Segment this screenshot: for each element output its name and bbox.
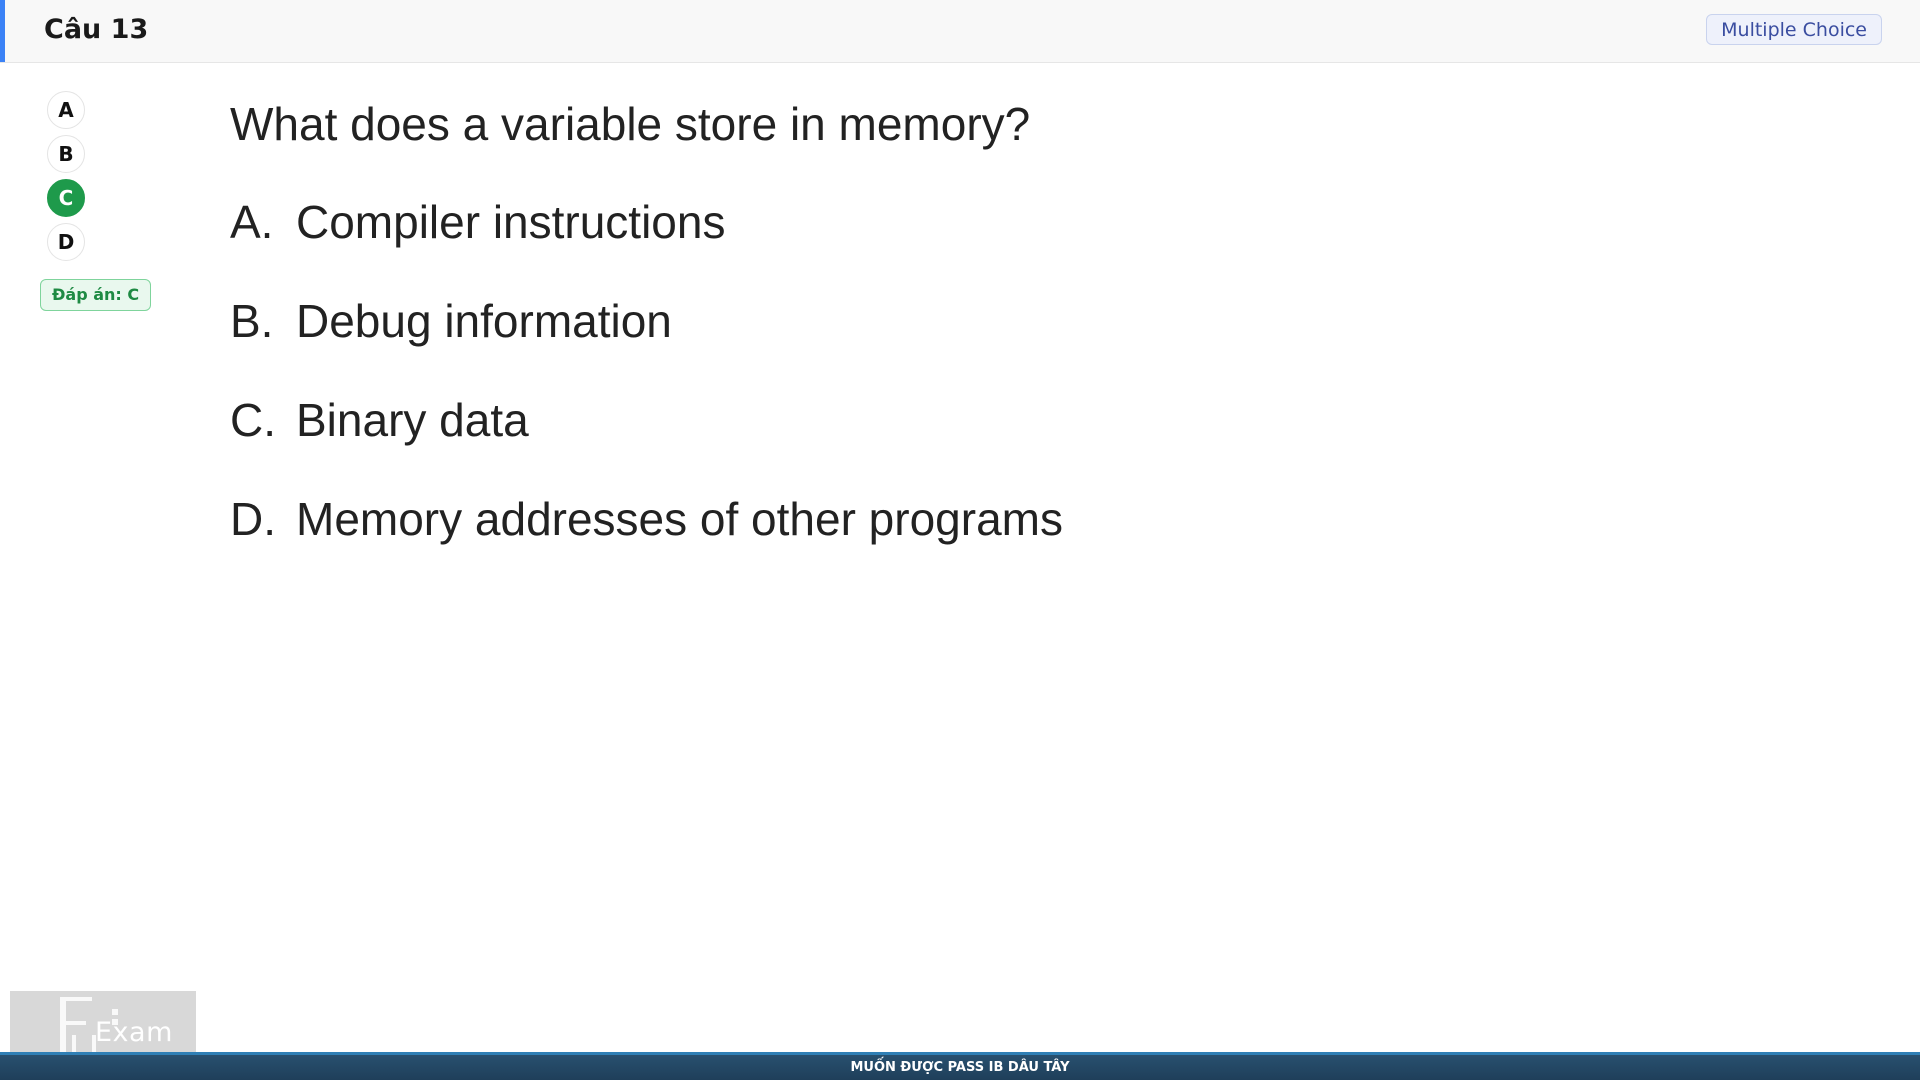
logo-text: Exam — [95, 1017, 173, 1048]
option-a-button[interactable]: A — [47, 91, 85, 129]
option-d-button[interactable]: D — [47, 223, 85, 261]
choice-d: D. Memory addresses of other programs — [230, 491, 1063, 547]
header-bar: Câu 13 Multiple Choice — [0, 0, 1920, 63]
question-type-badge: Multiple Choice — [1706, 14, 1882, 45]
option-b-button[interactable]: B — [47, 135, 85, 173]
header-accent-bar — [0, 0, 5, 62]
choice-letter: B. — [230, 295, 274, 347]
question-text: What does a variable store in memory? — [230, 98, 1031, 150]
answer-badge: Đáp án: C — [40, 279, 152, 311]
choice-text: Memory addresses of other programs — [296, 493, 1063, 545]
choice-b: B. Debug information — [230, 293, 672, 349]
footer-banner: MUỐN ĐƯỢC PASS IB DÂU TÂY — [0, 1052, 1920, 1080]
page-title: Câu 13 — [44, 14, 149, 45]
footer-banner-text: MUỐN ĐƯỢC PASS IB DÂU TÂY — [850, 1060, 1070, 1075]
choice-text: Binary data — [296, 394, 529, 446]
logo-dots-icon — [112, 1009, 118, 1025]
choice-letter: A. — [230, 196, 274, 248]
choice-text: Compiler instructions — [296, 196, 726, 248]
choice-letter: D. — [230, 493, 276, 545]
choice-text: Debug information — [296, 295, 672, 347]
choice-letter: C. — [230, 394, 276, 446]
choice-a: A. Compiler instructions — [230, 194, 725, 250]
choice-c: C. Binary data — [230, 392, 529, 448]
option-c-button[interactable]: C — [47, 179, 85, 217]
